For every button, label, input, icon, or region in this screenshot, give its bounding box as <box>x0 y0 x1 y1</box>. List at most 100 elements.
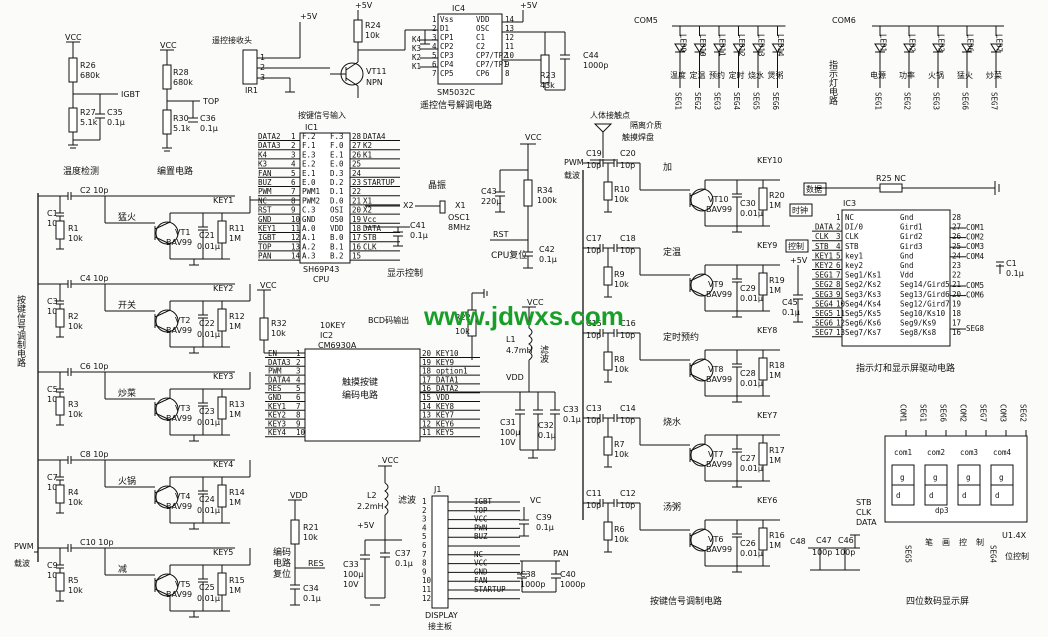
ic3-pinnum-right-10: 19 <box>952 299 961 308</box>
osc1-value: 8MHz <box>448 223 470 232</box>
right-cap-val-5: 10p <box>620 501 635 510</box>
led-led1 <box>874 43 886 53</box>
key-mod-title-2: 按键信号调制电路 <box>650 595 722 607</box>
ic1-pin-left-6: BUZ <box>258 178 272 187</box>
right-r-in-val-2: 10k <box>614 280 629 289</box>
ic4-pin-left-3: CP1 <box>440 33 454 42</box>
j1-pin-9: GND <box>474 567 488 576</box>
ic1-inner-right-14: B.2 <box>330 252 344 261</box>
right-vt-4: VT7 <box>708 450 723 459</box>
display-top-5: SEG7 <box>979 404 988 422</box>
ic1-pinnum-left-1: 1 <box>291 132 296 141</box>
ic3-pin-right-6: Gnd <box>900 261 914 270</box>
r34-label: R34 <box>537 186 553 195</box>
j1-pin-5: BUZ <box>474 532 488 541</box>
r26-value: 680k <box>80 71 100 80</box>
left-r-in-val-4: 10k <box>68 498 83 507</box>
right-r-out-label-1: R20 <box>769 191 785 200</box>
right-vt-2: VT9 <box>708 280 723 289</box>
r21-value: 10k <box>303 533 318 542</box>
ic1-inner-right-4: E.0 <box>330 160 344 169</box>
j1-pin-4: PWN <box>474 523 488 532</box>
led-ref-led7: LED7 <box>995 34 1004 52</box>
ic2-pin-left-6: GND <box>268 393 282 402</box>
left-c1-3: C5 <box>47 385 58 394</box>
right-c1-val-5: 10p <box>586 501 601 510</box>
left-c1-val-2: 10p <box>47 307 62 316</box>
right-key-label-5: KEY6 <box>757 496 777 505</box>
digit-com-4: com4 <box>993 448 1012 457</box>
led-seg-led13: SEG5 <box>752 92 761 110</box>
right-r-out-5 <box>758 527 768 551</box>
ic2-pinnum-left-3: 3 <box>296 367 301 376</box>
led-name-led14: 煲粥 <box>768 70 784 80</box>
right-c1-3: C15 <box>586 319 602 328</box>
right-cap-val-1: 10p <box>620 161 635 170</box>
ic2-pinnum-right-6: 15 <box>422 393 431 402</box>
right-r-in-2 <box>603 266 613 286</box>
r27-label: R27 <box>80 108 96 117</box>
r21-label: R21 <box>303 523 319 532</box>
right-key-name-2: 定温 <box>663 246 681 258</box>
ic3-ext-left-9: SEG4 <box>815 299 834 308</box>
right-r-in-4 <box>603 436 613 456</box>
top-label: TOP <box>202 97 219 106</box>
right-c1-2: C17 <box>586 234 602 243</box>
left-r-in-val-3: 10k <box>68 410 83 419</box>
carrier-label-2: 载波 <box>564 170 580 180</box>
ic1-pinnum-left-2: 2 <box>291 141 296 150</box>
r27-value: 5.1k <box>80 118 98 127</box>
pan-label: PAN <box>553 549 569 558</box>
c48-label: C48 <box>790 537 806 546</box>
ic4-pin-left-7: CP5 <box>440 69 454 78</box>
ic3-ext-right-7: SEG8 <box>966 324 985 333</box>
digit-seg-d-3: d <box>962 491 967 500</box>
c38-value: 1000p <box>520 580 545 589</box>
touch-pad: 人体接触点 隔离介质 触摸焊盘 PWM 载波 R25 NC <box>564 110 906 183</box>
left-key-name-3: 炒菜 <box>118 387 136 399</box>
c33b-label: C33 <box>343 560 359 569</box>
left-vt-type-3: BAV99 <box>166 414 192 423</box>
ic4-title: 遥控信号解调电路 <box>420 99 492 111</box>
ic1-inner-right-1: F.3 <box>330 132 344 141</box>
ic2-pinnum-left-4: 4 <box>296 375 301 384</box>
r32-value: 10k <box>271 329 286 338</box>
ic1-pinnum-right-10: 19 <box>352 215 361 224</box>
touch-point-label: 人体接触点 <box>590 110 630 120</box>
ic2-pinnum-right-2: 19 <box>422 358 431 367</box>
right-r-out-val-5: 1M <box>769 541 781 550</box>
right-c-out-val-4: 0.01µ <box>740 464 763 473</box>
ic3-ext-left-6: SEG1 <box>815 271 833 280</box>
left-transistor-2 <box>155 309 179 333</box>
left-r-in-label-2: R2 <box>68 312 79 321</box>
left-c1-val-5: 10p <box>47 571 62 580</box>
ic2-pin-right-5: DATA2 <box>436 384 459 393</box>
ic3-pin-right-5: Gnd <box>900 251 914 260</box>
ic2-pinnum-right-3: 18 <box>422 367 432 376</box>
ctrl-tag-label: 控制 <box>788 241 804 251</box>
display-top-1: COM1 <box>899 404 908 422</box>
right-cap-2: C18 <box>620 234 636 243</box>
display-top-3: SEG6 <box>939 404 948 423</box>
left-vt-5: VT5 <box>175 580 190 589</box>
pwm-label-2: PWM <box>564 158 584 167</box>
led-ref-led9: LED9 <box>679 34 688 52</box>
ic3-ref: IC3 <box>843 199 856 208</box>
left-r-out-val-1: 1M <box>229 234 241 243</box>
r26-resistor <box>68 57 78 83</box>
left-key-name-4: 火锅 <box>118 476 136 487</box>
j1-pin-3: VCC <box>474 515 488 524</box>
code-circuit: VCC R28 680k TOP R30 5.1k C36 0.1µ 编置电路 <box>157 41 219 177</box>
osc1-label: OSC1 <box>448 213 470 222</box>
led-ref-led11: LED11 <box>718 34 727 57</box>
right-r-out-2 <box>758 272 768 296</box>
left-c1-val-3: 10p <box>47 395 62 404</box>
right-c-out-val-2: 0.01µ <box>740 294 763 303</box>
ic3-pinnum-right-1: 28 <box>952 213 962 222</box>
ic1-pinnum-right-8: 21 <box>352 196 361 205</box>
l2-label: L2 <box>367 491 377 500</box>
ic2-pin-right-9: KEY6 <box>436 419 455 428</box>
ic3-pinnum-right-3: 26 <box>952 232 962 241</box>
touch-pad-label: 触摸焊盘 <box>622 132 654 142</box>
led-led6 <box>961 43 973 53</box>
